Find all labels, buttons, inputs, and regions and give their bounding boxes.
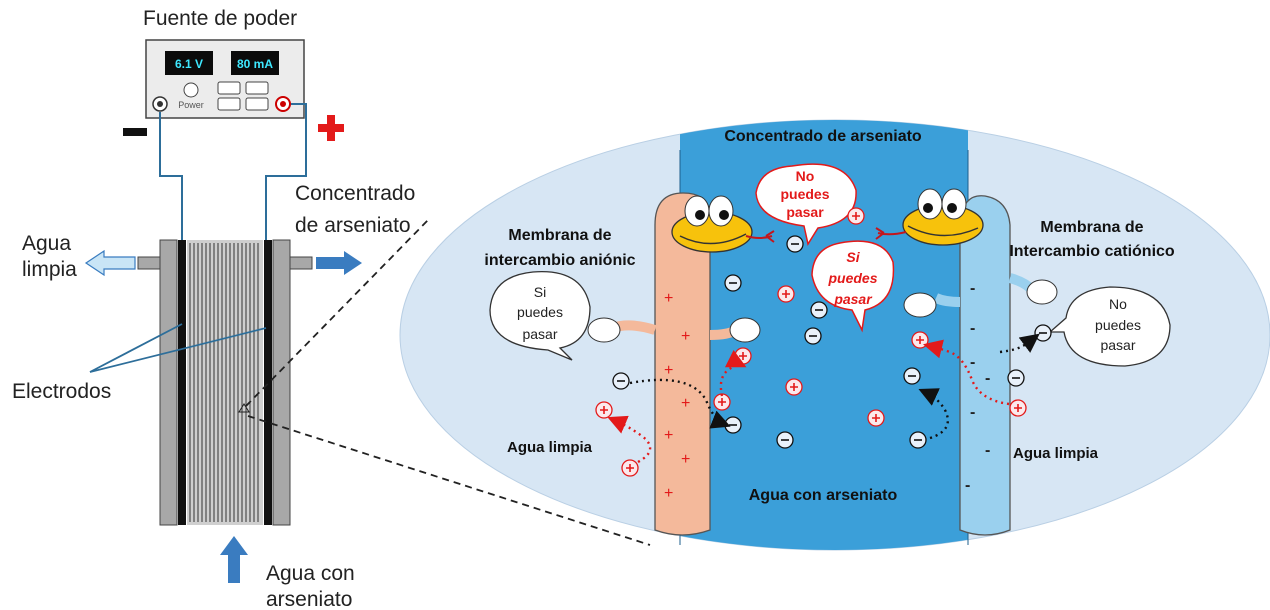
concentrado-top-label: Concentrado de arseniato [724, 128, 922, 145]
svg-text:-: - [985, 370, 990, 387]
bubble-right-line1: No [1109, 296, 1127, 312]
hand-left-snake-right [903, 292, 961, 318]
electrodos-pointers [89, 323, 267, 373]
bubble-left-line2: puedes [517, 304, 563, 320]
agua-con-label-2: arseniato [266, 588, 352, 610]
hand-right-snake-left [709, 317, 761, 343]
concentrado-label-1: Concentrado [295, 182, 415, 205]
bubble-top-line2: puedes [780, 186, 829, 202]
bubble-right-line2: puedes [1095, 317, 1141, 333]
left-electrode [178, 240, 186, 525]
inlet-arrow [220, 536, 248, 583]
agua-limpia-arrow [84, 249, 136, 277]
hand-right-snake-right [1008, 273, 1058, 305]
svg-text:-: - [970, 404, 975, 421]
bubble-top-line1: No [796, 168, 815, 184]
agua-limpia-left-label: Agua limpia [507, 439, 593, 456]
concentrado-arrow [316, 251, 362, 275]
agua-limpia-right-label: Agua limpia [1013, 445, 1099, 462]
svg-text:-: - [965, 477, 970, 494]
anion-signs [617, 243, 1047, 441]
power-knob [183, 82, 199, 98]
minus-symbol [123, 128, 147, 136]
svg-text:+: + [664, 485, 673, 502]
bubble-mid-line3: pasar [833, 291, 873, 307]
svg-text:-: - [970, 280, 975, 297]
cation-membrane-label-2: Intercambio catiónico [1009, 243, 1175, 260]
bubble-left-line3: pasar [522, 326, 557, 342]
current-display [231, 51, 279, 75]
zoom-marker [238, 403, 250, 413]
svg-text:-: - [970, 354, 975, 371]
bubble-mid-line2: puedes [827, 270, 877, 286]
svg-text:+: + [664, 362, 673, 379]
svg-text:-: - [985, 442, 990, 459]
anion-exchange-membrane: + + + + + + + [587, 192, 775, 536]
bubble-left: Si puedes pasar [489, 270, 591, 361]
wires [159, 103, 307, 240]
bubble-right: No puedes pasar [1048, 286, 1171, 367]
bubble-top: No puedes pasar [755, 163, 857, 246]
svg-text:+: + [664, 290, 673, 307]
current-readout: 80 mA [237, 57, 273, 71]
cation-exchange-membrane: -- -- -- - [875, 188, 1058, 536]
svg-text:-: - [970, 320, 975, 337]
power-supply-title: Fuente de poder [143, 7, 297, 30]
agua-con-label-1: Agua con [266, 562, 355, 585]
zoom-lines [245, 217, 651, 546]
right-end-plate [272, 239, 291, 526]
power-label: Power [178, 100, 204, 110]
agua-limpia-label-1: Agua [22, 232, 71, 255]
cation-membrane-label-1: Membrana de [1040, 219, 1143, 236]
snake-head-left [671, 195, 775, 253]
membrane-lines [189, 243, 259, 522]
membrane-fixed-minus-charges: -- -- -- - [965, 280, 990, 494]
ion-paths [607, 333, 1040, 464]
voltage-display [165, 51, 213, 75]
right-electrode [264, 240, 272, 525]
voltage-readout: 6.1 V [175, 57, 203, 71]
bubble-mid: Si puedes pasar [811, 240, 895, 333]
bubble-right-line3: pasar [1100, 337, 1135, 353]
anion-membrane-label-1: Membrana de [508, 227, 611, 244]
ed-cell [84, 239, 362, 583]
agua-con-arseniato-label: Agua con arseniato [749, 487, 898, 504]
svg-text:+: + [681, 328, 690, 345]
bubble-top-line3: pasar [786, 204, 824, 220]
svg-text:+: + [681, 451, 690, 468]
left-outlet-pipe [137, 256, 161, 270]
zoom-view: Concentrado de arseniato Agua con arseni… [399, 119, 1270, 551]
agua-limpia-label-2: limpia [22, 258, 77, 281]
snake-head-right [875, 188, 984, 246]
svg-text:+: + [681, 395, 690, 412]
bubble-left-line1: Si [534, 284, 546, 300]
anion-membrane-label-2: intercambio aniónic [484, 252, 635, 269]
bubble-mid-line1: Si [846, 249, 860, 265]
membrane-fixed-plus-charges: + + + + + + + [664, 290, 690, 502]
plus-symbol [318, 115, 344, 141]
hand-left-snake-left [587, 317, 657, 343]
right-outlet-pipe [289, 256, 313, 270]
left-end-plate [159, 239, 178, 526]
power-supply: Fuente de poder 6.1 V 80 mA Power [123, 7, 344, 141]
svg-text:+: + [664, 427, 673, 444]
electrodos-label: Electrodos [12, 380, 111, 403]
concentrado-label-2: de arseniato [295, 214, 411, 237]
